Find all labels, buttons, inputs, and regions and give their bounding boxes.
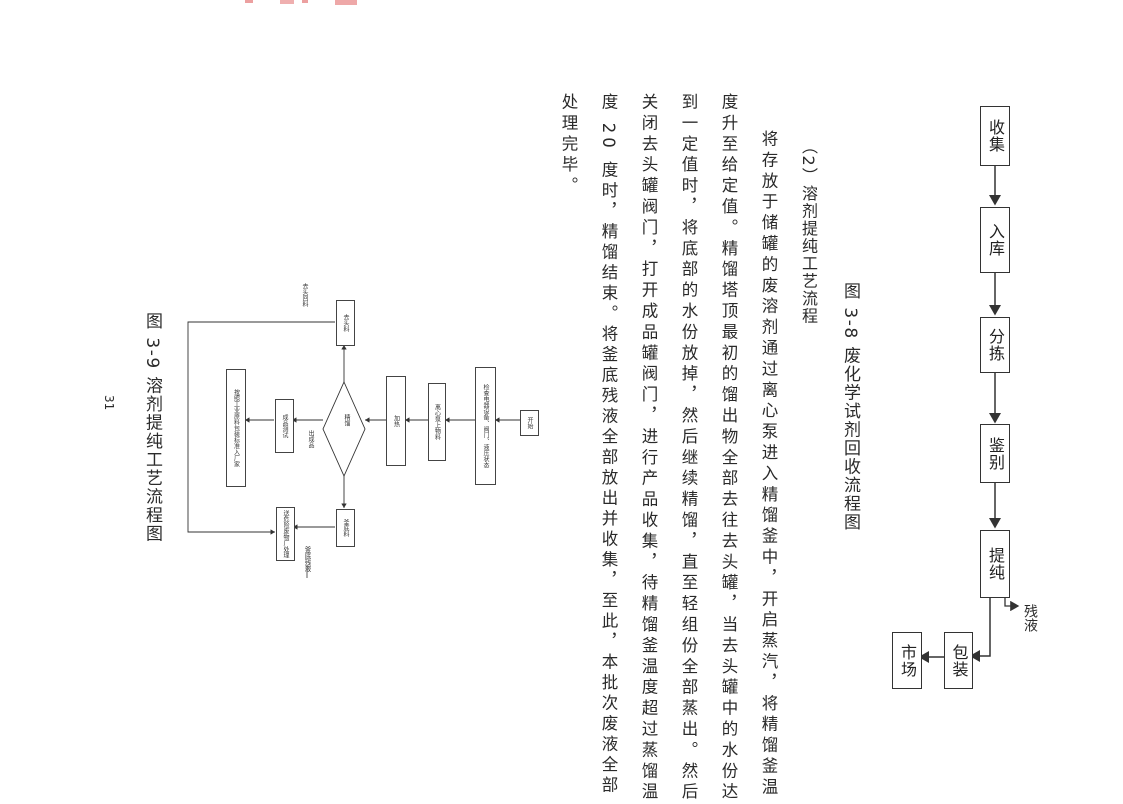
flow39-distill-diamond: [322, 381, 366, 477]
flow-node-market: 市场: [892, 632, 922, 689]
figure-38-caption: 图 3-8 废化学试剂回收流程图: [840, 282, 860, 532]
paragraph-line-6: 处理完毕。: [559, 93, 578, 198]
section-heading: （2）溶剂提纯工艺流程: [799, 138, 818, 325]
stamp-marks: [245, 0, 357, 5]
flow39-start: 开始: [520, 410, 539, 436]
paragraph-line-5: 度 20 度时，精馏结束。将釜底残液全部放出并收集，至此，本批次废液全部: [599, 93, 618, 797]
paragraph-line-1: 将存放于储罐的废溶剂通过离心泵进入精馏釜中，开启蒸汽，将精馏釜温: [759, 130, 778, 799]
flow39-check: 检查电器设备、阀门、液压状态: [475, 367, 496, 485]
flow39-heat: 加热: [386, 376, 406, 466]
flow39-waste: 送危险废物厂处理: [276, 507, 295, 561]
flow-node-storage: 入库: [980, 207, 1010, 273]
flow39-head-reuse-label: 去头回料: [301, 283, 308, 307]
flow-node-sort: 分拣: [980, 317, 1010, 373]
flow39-pump: 离心泵上物料: [428, 383, 446, 461]
paragraph-line-4: 关闭去头罐阀门，打开成品罐阀门，进行产品收集，待精馏釜温度超过蒸馏温: [639, 93, 658, 804]
flow39-head-material: 去头料: [336, 300, 355, 346]
paragraph-line-3: 到一定值时，将底部的水份放掉，然后继续精馏，直至轻组份全部蒸出。然后: [679, 93, 698, 804]
flow-node-package: 包装: [944, 632, 973, 689]
flow39-product-out-label: 出成品: [307, 430, 314, 448]
flow-node-identify: 鉴别: [980, 424, 1010, 483]
flow-node-purify: 提纯: [980, 530, 1010, 598]
page-number: 31: [102, 395, 116, 411]
paragraph-line-2: 度升至给定值。精馏塔顶最初的馏出物全部去往去头罐，当去头罐中的水份达: [719, 93, 738, 804]
flow39-finished-test: 成品测试: [275, 399, 294, 453]
flow39-kettle-label: 釜底残液: [303, 546, 311, 572]
branch-label-residue: 残液: [1022, 604, 1038, 632]
flow39-pack: 按照工业原料包装标准入厂家: [226, 369, 246, 487]
flow-node-collect: 收集: [980, 106, 1010, 166]
flow39-kettle-residue: 釜底料: [336, 509, 355, 547]
flow39-distill-label: 精馏: [343, 414, 350, 426]
figure-39-caption: 图 3-9 溶剂提纯工艺流程图: [142, 312, 162, 544]
